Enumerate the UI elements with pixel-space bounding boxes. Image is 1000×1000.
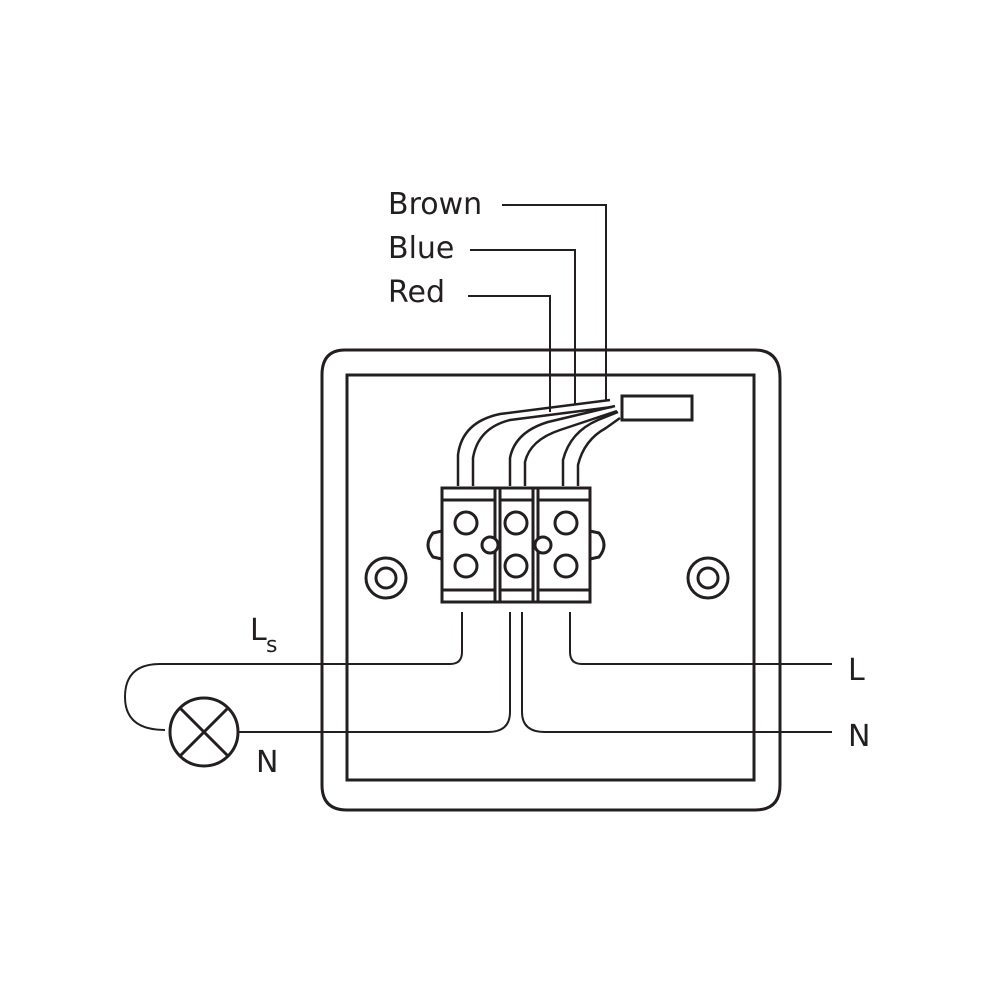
circuit-wires [123,612,832,733]
terminal-2-top-screw [503,510,529,536]
terminal-block-body [440,486,592,604]
brown-leader [502,204,607,400]
terminal-3-top-screw [553,510,579,536]
faceplate-outer [320,348,782,812]
wire-blue [508,404,618,486]
incoming-live-wire [569,612,832,665]
label-switched-live: L [250,613,267,648]
label-neutral-lamp: N [256,745,278,780]
label-neutral-supply: N [848,719,870,754]
neutral-lamp-wire [235,612,511,733]
label-live-supply: L [848,653,865,688]
label-red: Red [388,275,445,310]
terminal-block [426,486,606,604]
label-switched-live-subscript: s [266,633,277,658]
terminal-3-bottom-screw [553,553,579,579]
terminal-1-top-screw [453,510,479,536]
switched-live-wire [123,612,463,731]
incoming-neutral-wire [521,612,832,733]
wire-red [456,398,613,486]
terminal-2-bottom-screw [503,553,529,579]
label-leaders [468,204,607,412]
cable-sleeve [620,394,694,422]
right-fixing-screw [686,556,730,600]
wire-brown [561,410,621,486]
red-leader [468,295,551,412]
label-blue: Blue [388,231,454,266]
left-fixing-screw [364,556,408,600]
blue-leader [470,249,576,405]
label-brown: Brown [388,187,482,222]
lamp-symbol [168,696,240,768]
terminal-1-bottom-screw [453,553,479,579]
